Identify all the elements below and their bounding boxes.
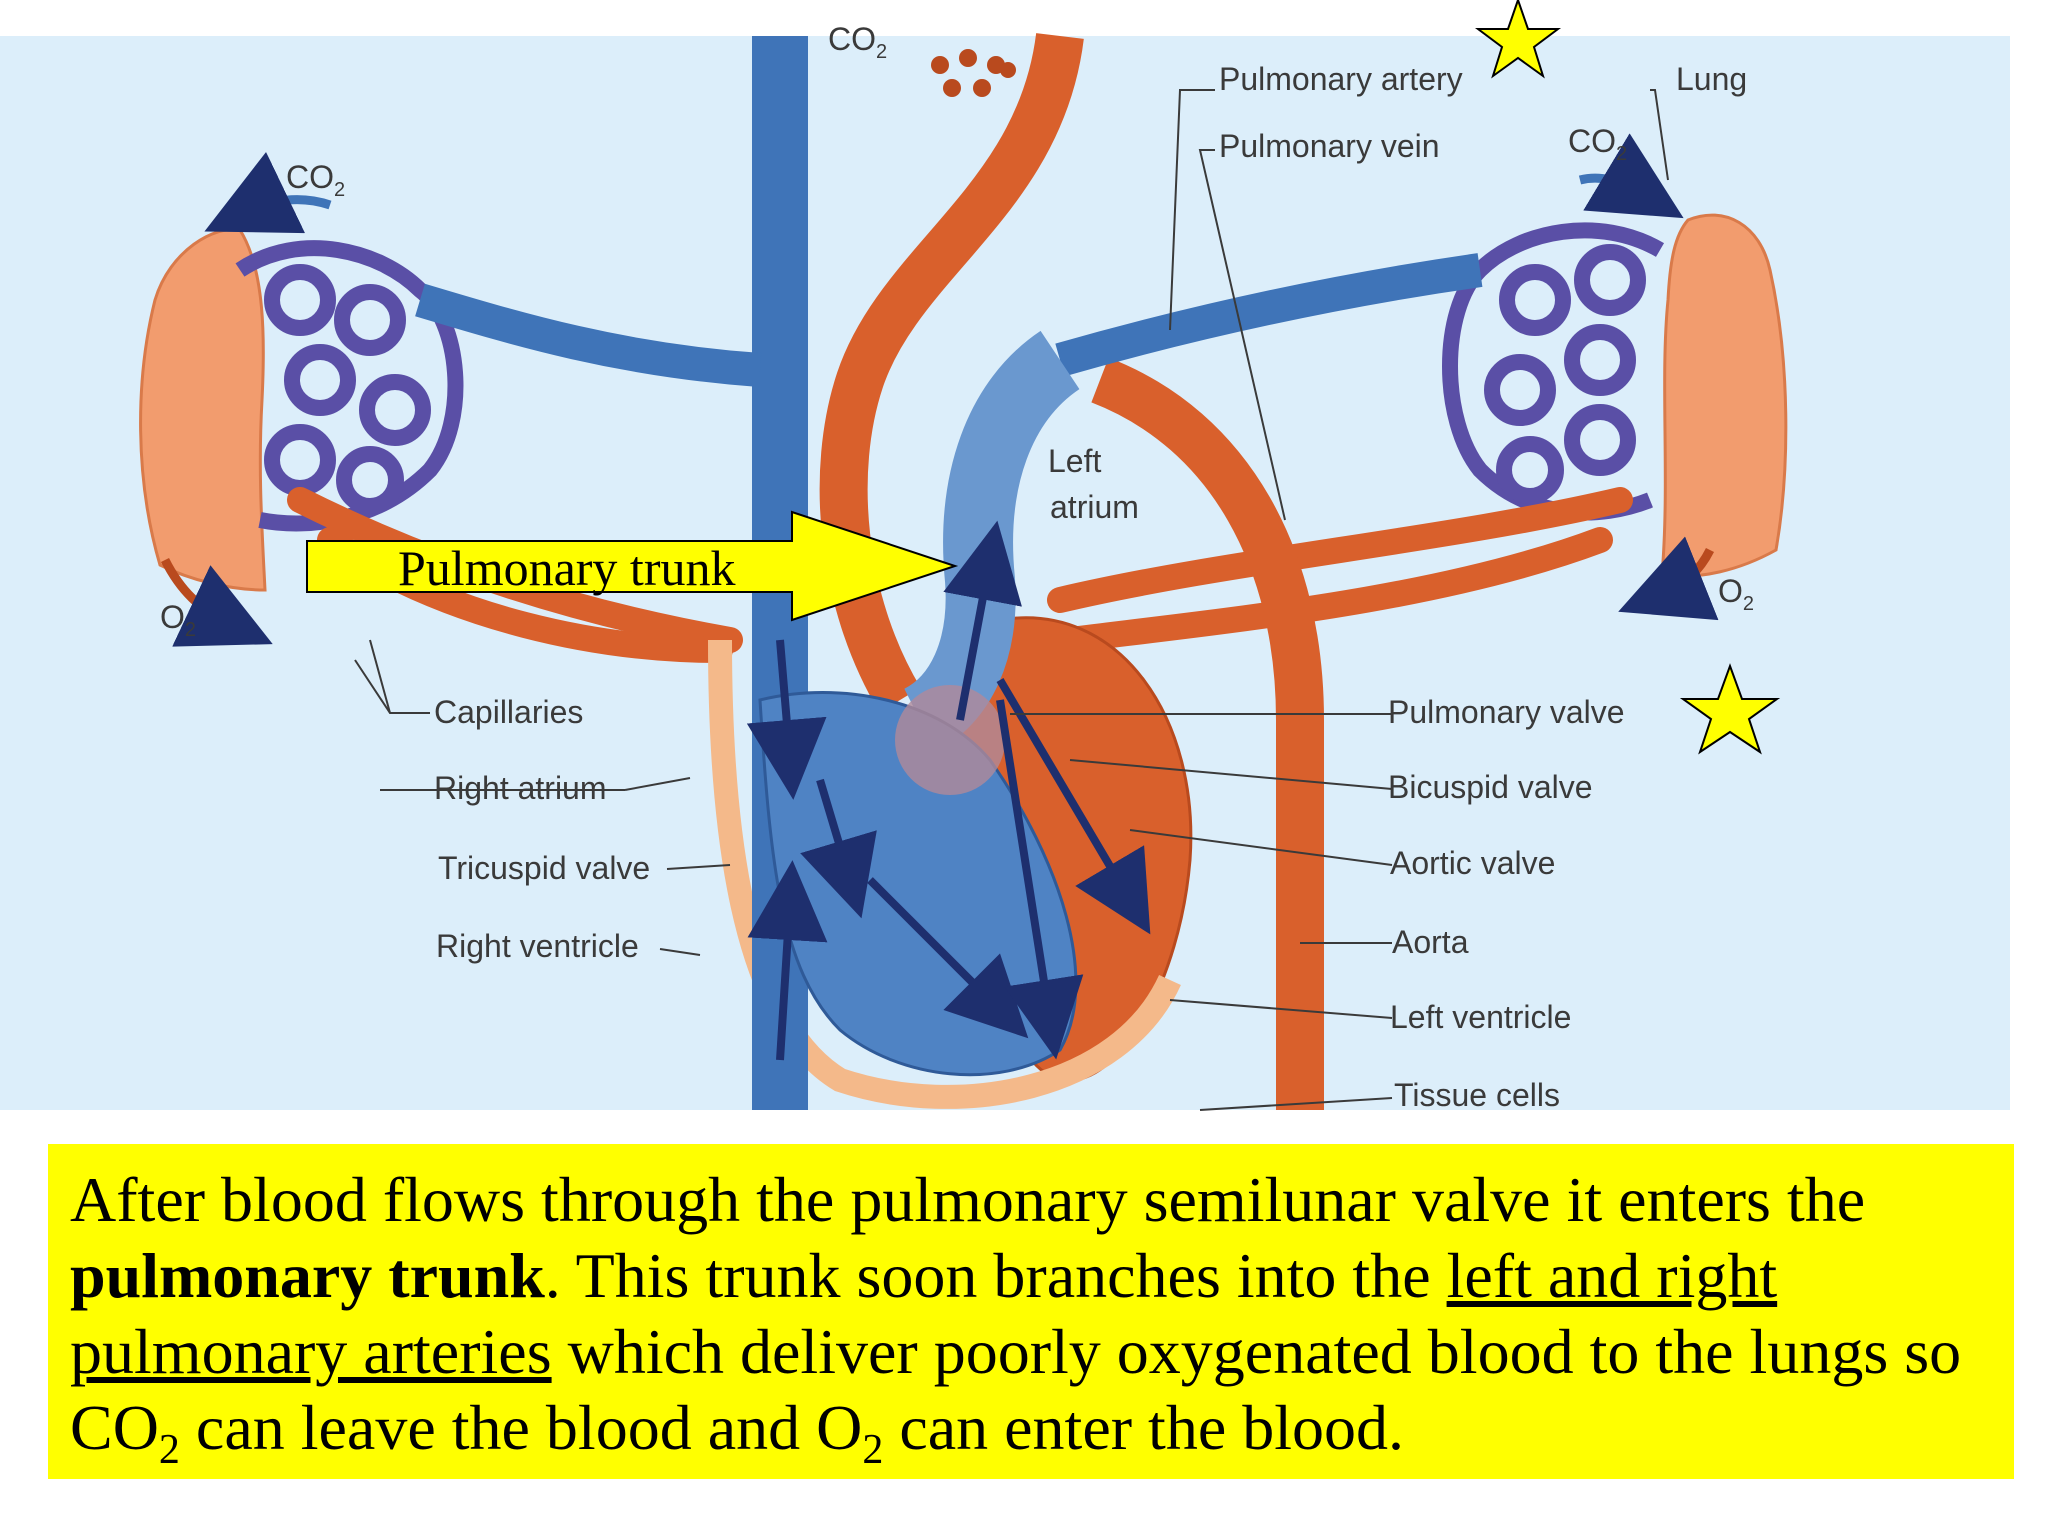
co2-left-arrow [204, 151, 332, 234]
caption-subscript-o2: 2 [862, 1427, 884, 1473]
star-icon-top [1475, 0, 1561, 79]
caption-text-4: can leave the blood and O [179, 1392, 863, 1463]
tricuspid-valve-label: Tricuspid valve [438, 850, 650, 886]
co2-right-label: CO2 [1568, 123, 1627, 165]
caption-text-5: can enter the blood. [883, 1392, 1404, 1463]
co2-top-label: CO2 [828, 21, 887, 63]
pulmonary-vein-label: Pulmonary vein [1219, 128, 1440, 164]
aortic-valve-label: Aortic valve [1390, 845, 1555, 881]
co2-left-label: CO2 [286, 159, 345, 201]
right-lung [1660, 213, 1788, 578]
bicuspid-valve-label: Bicuspid valve [1388, 769, 1593, 805]
explanation-callout: After blood flows through the pulmonary … [48, 1144, 2014, 1479]
left-atrium-label-line2: atrium [1050, 489, 1139, 525]
lung-label: Lung [1676, 61, 1747, 97]
pulmonary-trunk-arrow-label: Pulmonary trunk [398, 540, 735, 596]
caption-subscript-co2: 2 [158, 1427, 180, 1473]
heart-outline [708, 639, 1181, 1109]
pulmonary-trunk-arrow: Pulmonary trunk [306, 510, 959, 622]
caption-text-2: . This trunk soon branches into the [544, 1240, 1447, 1311]
caption-bold-term: pulmonary trunk [70, 1240, 545, 1311]
aorta-label: Aorta [1392, 924, 1469, 960]
o2-left-arrow [160, 557, 273, 647]
right-pulmonary-artery [415, 283, 762, 387]
capillaries-label: Capillaries [434, 694, 583, 730]
o2-left-label: O2 [160, 599, 196, 641]
star-icon-valve [1679, 663, 1781, 755]
left-ventricle-label: Left ventricle [1390, 999, 1571, 1035]
aorta-descending [1091, 357, 1324, 1110]
left-atrium-label-line1: Left [1048, 443, 1101, 479]
o2-right-arrow [1618, 536, 1719, 621]
o2-right-label: O2 [1718, 573, 1754, 615]
leader-lines [354, 89, 1669, 1111]
co2-right-arrow [1578, 133, 1684, 219]
flow-arrows [746, 520, 1151, 1061]
right-ventricle-label: Right ventricle [436, 928, 639, 964]
caption-text-3: which deliver poorly oxygenated blood to… [70, 1316, 1962, 1463]
right-atrium-label: Right atrium [434, 770, 607, 806]
left-capillaries [235, 240, 464, 532]
caption-text-1: After blood flows through the pulmonary … [70, 1164, 1866, 1235]
pulmonary-artery-label: Pulmonary artery [1219, 61, 1463, 97]
left-pulmonary-artery [1055, 253, 1483, 377]
tissue-cells-label: Tissue cells [1394, 1077, 1560, 1113]
pulmonary-valve-shape [895, 685, 1005, 795]
caption-underlined-term: left and right pulmonary arteries [70, 1240, 1778, 1387]
pulmonary-valve-label: Pulmonary valve [1388, 694, 1625, 730]
tissue-cells-icon [931, 49, 1016, 97]
